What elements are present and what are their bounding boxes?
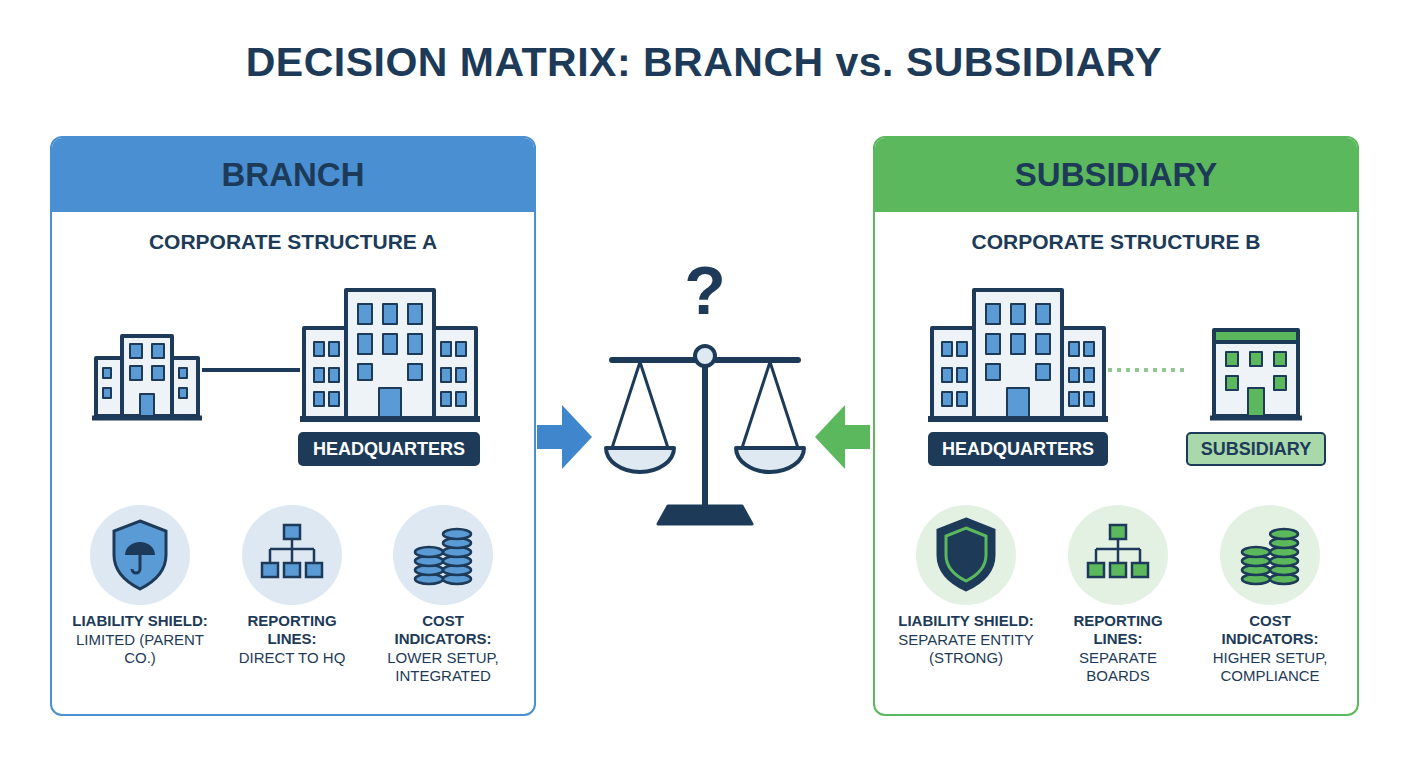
balance-scale-part xyxy=(736,448,804,472)
dotted-connector xyxy=(1108,368,1186,372)
balance-scale-part xyxy=(695,346,715,366)
strong-shield-icon-part xyxy=(938,519,994,590)
criterion-icon: LIABILITY SHIELD:SEPARATE ENTITY (STRONG… xyxy=(896,505,1036,710)
subsidiary-building-part-part xyxy=(1274,376,1286,390)
umbrella-shield-icon-part xyxy=(114,521,166,589)
criterion-value: HIGHER SETUP, COMPLIANCE xyxy=(1200,649,1340,685)
branch-icon-circles-part xyxy=(242,505,342,605)
criterion-value: SEPARATE ENTITY (STRONG) xyxy=(896,631,1036,667)
building-badge: SUBSIDIARY xyxy=(1186,432,1326,466)
criterion-heading: LIABILITY SHIELD: xyxy=(70,612,210,630)
pointer-arrow xyxy=(815,405,870,469)
subsidiary-icon-circles-part xyxy=(916,505,1016,605)
criterion-icon: COST INDICATORS:HIGHER SETUP, COMPLIANCE xyxy=(1200,505,1340,710)
subsidiary-icon-circles xyxy=(916,505,1320,605)
branch-office-building-part xyxy=(92,416,202,421)
criterion-heading: COST INDICATORS: xyxy=(373,612,513,648)
umbrella-shield-icon-part xyxy=(125,542,155,555)
branch-office-building xyxy=(92,336,202,418)
building-badge: HEADQUARTERS xyxy=(298,432,480,466)
criterion-value: SEPARATE BOARDS xyxy=(1048,649,1188,685)
branch-office-building-part-part xyxy=(130,344,142,358)
criterion-heading: COST INDICATORS: xyxy=(1200,612,1340,648)
coin-stack-icon xyxy=(1242,529,1298,584)
branch-office-building-part-part xyxy=(152,344,164,358)
umbrella-shield-icon-part xyxy=(132,555,140,573)
subsidiary-building-part xyxy=(1214,330,1298,342)
criterion-heading: REPORTING LINES: xyxy=(222,612,362,648)
panel-subheading: CORPORATE STRUCTURE B xyxy=(875,228,1357,256)
criterion-heading: LIABILITY SHIELD: xyxy=(896,612,1036,630)
balance-scale xyxy=(606,346,804,524)
branch-office-building-part-part xyxy=(103,368,111,378)
org-chart-icon xyxy=(1088,525,1148,577)
criterion-icon: COST INDICATORS:LOWER SETUP, INTEGRATED xyxy=(373,505,513,710)
building-label-box: HEADQUARTERS xyxy=(298,288,480,466)
balance-scale-part xyxy=(640,362,668,448)
subsidiary-building-part-part xyxy=(1248,388,1264,416)
branch-office-building-part-part xyxy=(103,388,111,398)
subsidiary-building-part-part xyxy=(1274,352,1286,366)
balance-scale-part xyxy=(658,506,752,524)
pointer-arrow xyxy=(537,405,592,469)
branch-office-building-part-part xyxy=(152,366,164,380)
umbrella-shield-icon xyxy=(114,521,166,589)
subsidiary-building xyxy=(1210,330,1302,418)
structure-panel: BRANCH CORPORATE STRUCTURE A HEADQUARTERS L… xyxy=(50,136,536,716)
subsidiary-building-part-part xyxy=(1250,352,1262,366)
subsidiary-building-part xyxy=(1214,334,1298,416)
panel-subheading: CORPORATE STRUCTURE A xyxy=(52,228,534,256)
org-chart-icon xyxy=(262,525,322,577)
criterion-value: LIMITED (PARENT CO.) xyxy=(70,631,210,667)
branch-office-building-part-part xyxy=(140,394,154,416)
branch-icon-circles-part xyxy=(90,505,190,605)
strong-shield-icon xyxy=(938,519,994,590)
subsidiary-building-part xyxy=(1210,416,1302,421)
criterion-value: DIRECT TO HQ xyxy=(222,649,362,667)
branch-office-building-part xyxy=(122,336,172,416)
diagram-title: DECISION MATRIX: BRANCH vs. SUBSIDIARY xyxy=(0,36,1408,88)
branch-office-building-part xyxy=(103,344,187,416)
balance-scale-part xyxy=(612,362,640,448)
branch-office-building-part xyxy=(170,358,198,416)
branch-icon-circles xyxy=(90,505,493,605)
criterion-value: LOWER SETUP, INTEGRATED xyxy=(373,649,513,685)
balance-scale-part xyxy=(702,362,708,505)
structure-panel: SUBSIDIARY CORPORATE STRUCTURE B HEADQUART… xyxy=(873,136,1359,716)
criterion-icon: LIABILITY SHIELD:LIMITED (PARENT CO.) xyxy=(70,505,210,710)
criterion-icon: REPORTING LINES:DIRECT TO HQ xyxy=(222,505,362,710)
building-label-box: SUBSIDIARY xyxy=(1186,328,1326,466)
branch-link-line xyxy=(202,368,300,372)
balance-scale-part xyxy=(606,448,674,472)
branch-office-building-part-part xyxy=(130,366,142,380)
balance-scale-part xyxy=(770,362,798,448)
subsidiary-icon-circles-part xyxy=(1068,505,1168,605)
question-mark: ? xyxy=(645,248,765,332)
branch-office-building-part xyxy=(96,358,124,416)
branch-office-building-part-part xyxy=(179,368,187,378)
panel-header: BRANCH xyxy=(52,138,534,212)
branch-icon-circles-part xyxy=(393,505,493,605)
headquarters-building xyxy=(928,290,1108,419)
building-label-box: HEADQUARTERS xyxy=(928,288,1108,466)
balance-scale-part xyxy=(742,362,770,448)
subsidiary-building-part-part xyxy=(1226,352,1238,366)
subsidiary-icon-circles-part xyxy=(1220,505,1320,605)
branch-office-building-part-part xyxy=(179,388,187,398)
criterion-icon: REPORTING LINES:SEPARATE BOARDS xyxy=(1048,505,1188,710)
coin-stack-icon xyxy=(415,529,471,584)
panel-header: SUBSIDIARY xyxy=(875,138,1357,212)
building-badge: HEADQUARTERS xyxy=(928,432,1108,466)
headquarters-building xyxy=(300,290,480,419)
strong-shield-icon-part xyxy=(946,528,986,581)
subsidiary-building-part-part xyxy=(1226,376,1238,390)
criterion-heading: REPORTING LINES: xyxy=(1048,612,1188,648)
subsidiary-building-part xyxy=(1226,352,1286,416)
balance-scale-part xyxy=(612,357,798,363)
